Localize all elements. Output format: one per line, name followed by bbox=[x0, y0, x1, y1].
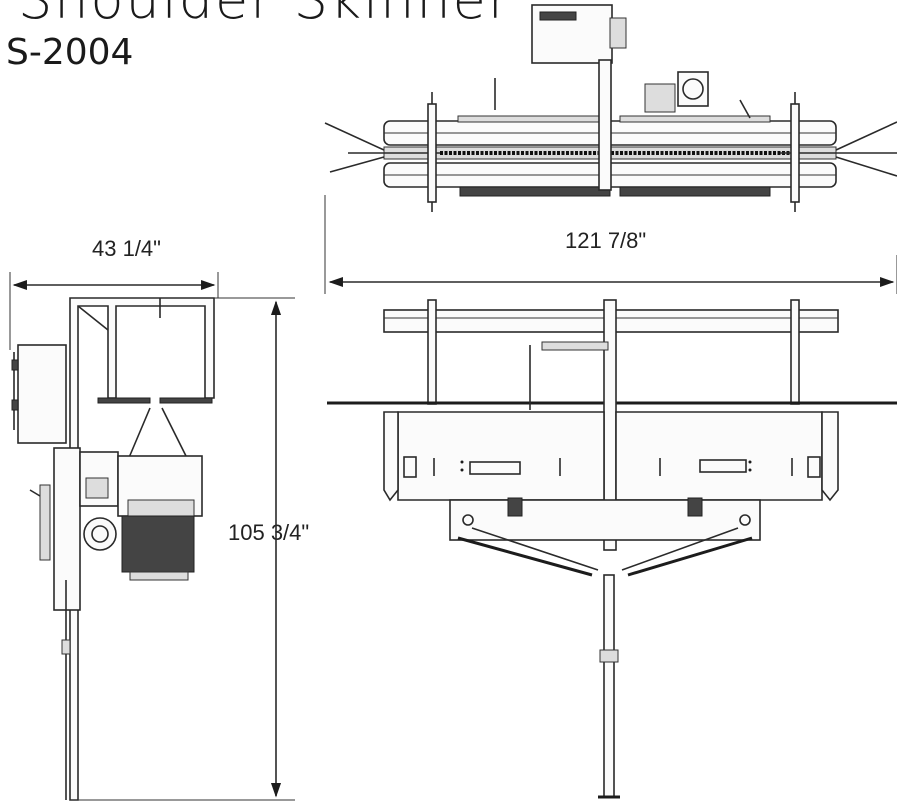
top-view bbox=[324, 4, 897, 212]
page-title: Shoulder Skinner bbox=[18, 0, 512, 31]
length-dimension-label: 121 7/8" bbox=[565, 228, 647, 253]
height-dimension-line bbox=[78, 297, 295, 801]
length-dimension-line bbox=[324, 195, 897, 294]
front-view bbox=[327, 299, 897, 799]
side-view bbox=[11, 297, 215, 801]
model-number: S-2004 bbox=[6, 32, 134, 73]
height-dimension-label: 105 3/4" bbox=[228, 520, 310, 545]
width-dimension-line bbox=[9, 272, 219, 350]
width-dimension-label: 43 1/4" bbox=[92, 236, 161, 261]
